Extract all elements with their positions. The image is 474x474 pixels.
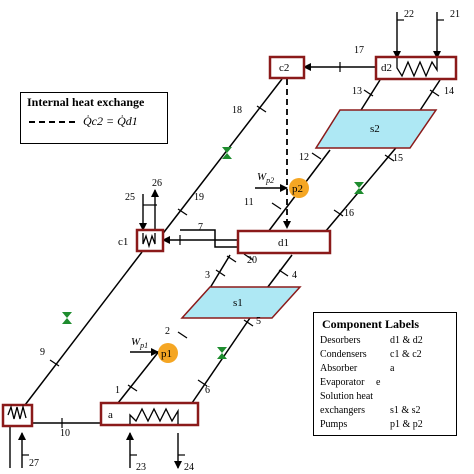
valves	[62, 147, 364, 359]
component-labels-title: Component Labels	[322, 317, 420, 331]
stream-2: 2	[165, 326, 170, 337]
label-row-name: Absorber	[320, 363, 358, 374]
stream-18: 18	[232, 105, 242, 116]
label-row-value: s1 & s2	[390, 405, 421, 416]
label-c1: c1	[118, 236, 128, 248]
stream-9: 9	[40, 347, 45, 358]
legend-equation: Q̇c2 = Q̇d1	[83, 114, 138, 128]
stream-5: 5	[256, 316, 261, 327]
label-row-name: Evaporator	[320, 377, 365, 388]
label-d1: d1	[278, 237, 289, 249]
label-row-name: Condensers	[320, 349, 367, 360]
stream-4: 4	[292, 270, 297, 281]
label-p2: p2	[292, 183, 303, 195]
label-a: a	[108, 409, 113, 421]
label-row-value: e	[376, 377, 381, 388]
stream-3: 3	[205, 270, 210, 281]
component-labels-box: Component Labels Desorbers d1 & d2 Conde…	[313, 312, 457, 436]
label-row-name: Pumps	[320, 419, 348, 430]
pump-p2	[289, 178, 309, 198]
desorber-d1	[236, 229, 332, 255]
stream-24: 24	[184, 462, 194, 473]
stream-12: 12	[299, 152, 309, 163]
absorber-a	[99, 401, 200, 427]
label-row-value: a	[390, 363, 395, 374]
stream-15: 15	[393, 153, 403, 164]
label-c2: c2	[279, 62, 289, 74]
stream-23: 23	[136, 462, 146, 473]
label-row-value: p1 & p2	[390, 419, 423, 430]
work-label-p2: Wp2	[257, 171, 274, 185]
stream-10: 10	[60, 428, 70, 439]
stream-1: 1	[115, 385, 120, 396]
process-lines	[24, 63, 441, 424]
stream-14: 14	[444, 86, 454, 97]
stream-17: 17	[354, 45, 364, 56]
label-row-value: d1 & d2	[390, 335, 423, 346]
stream-22: 22	[404, 9, 414, 20]
heat-exchanger-s2	[314, 109, 438, 149]
label-row-value: c1 & c2	[390, 349, 422, 360]
legend-title: Internal heat exchange	[27, 95, 145, 109]
stream-20: 20	[247, 255, 257, 266]
stream-6: 6	[205, 385, 210, 396]
work-label-p1: Wp1	[131, 336, 148, 350]
condenser-c2	[268, 55, 306, 80]
stream-numbers: 1 2 3 4 5 6 7 9 10 11 12 13 14 15 16 17 …	[29, 9, 460, 473]
stream-21: 21	[450, 9, 460, 20]
heat-exchanger-s1	[180, 286, 302, 319]
internal-heat-exchange-legend: Internal heat exchange Q̇c2 = Q̇d1	[20, 92, 168, 144]
label-d2: d2	[381, 62, 392, 74]
desorber-d2	[374, 55, 458, 81]
stream-25: 25	[125, 192, 135, 203]
label-row-name: Solution heat	[320, 391, 374, 402]
stream-ticks	[22, 19, 444, 456]
coil-icons	[7, 58, 438, 424]
stream-13: 13	[352, 86, 362, 97]
stream-27: 27	[29, 458, 39, 469]
stream-26: 26	[152, 178, 162, 189]
label-p1: p1	[161, 348, 172, 360]
label-s2: s2	[370, 123, 380, 135]
pump-p1	[158, 343, 178, 363]
label-s1: s1	[233, 297, 243, 309]
stream-19: 19	[194, 192, 204, 203]
stream-11: 11	[244, 197, 254, 208]
stream-16: 16	[344, 208, 354, 219]
stream-7: 7	[198, 222, 203, 233]
label-row-name: Desorbers	[320, 335, 361, 346]
label-row-name: exchangers	[320, 405, 365, 416]
legend-dashed-line	[29, 121, 75, 123]
